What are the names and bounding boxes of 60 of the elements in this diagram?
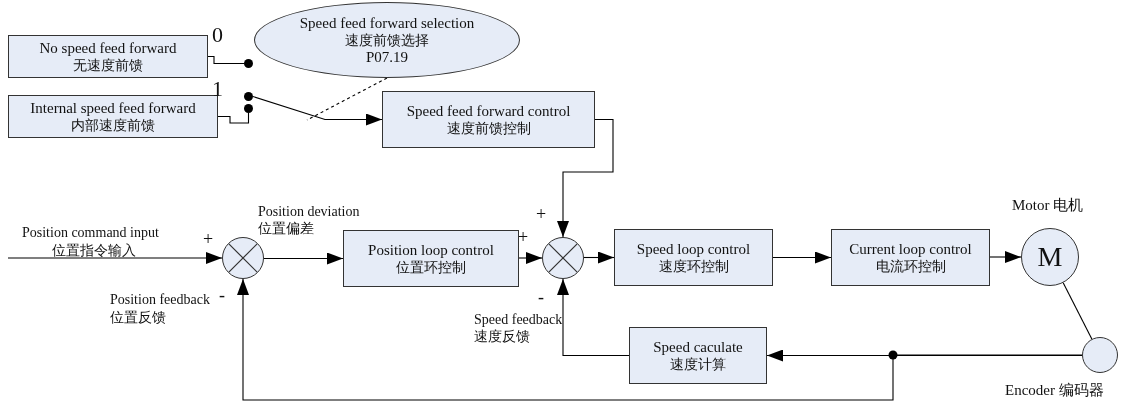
arrow: [557, 118, 614, 238]
sign-label: +: [518, 228, 529, 246]
arrow: [557, 278, 630, 357]
process-box: [629, 327, 767, 384]
node-label: Speed feed forward selection: [299, 14, 475, 32]
arrow: [518, 252, 543, 264]
node-label: 速度环控制: [658, 257, 729, 275]
sign-label: 0: [212, 24, 223, 46]
node-label: Speed feed forward control: [406, 102, 571, 120]
summing-junction: [542, 237, 584, 279]
process-box: [382, 91, 595, 148]
process-box: [614, 229, 773, 286]
node-caption: Encoder 编码器: [1005, 382, 1104, 398]
text-label: Position deviation: [258, 204, 360, 220]
summing-junction: [222, 237, 264, 279]
arrow: [263, 252, 344, 265]
process-box: [8, 35, 208, 78]
node-label: 速度前馈控制: [446, 119, 531, 137]
sign-label: 1: [212, 78, 223, 100]
node-label: 速度前馈选择: [345, 31, 429, 49]
node-label: P07.19: [365, 48, 409, 66]
connector-line: [207, 55, 245, 65]
text-label: 速度反馈: [474, 328, 530, 344]
sign-label: +: [536, 205, 547, 223]
node-label: 速度计算: [670, 355, 726, 373]
text-label: 位置反馈: [110, 309, 166, 325]
switch-contact-dot: [244, 92, 253, 101]
text-label: Position feedback: [110, 292, 210, 308]
node-label: 内部速度前馈: [71, 116, 155, 134]
text-label: Position command input: [22, 225, 159, 241]
node-label: Internal speed feed forward: [30, 99, 196, 117]
process-box: [343, 230, 519, 287]
node-label: Speed caculate: [653, 338, 743, 356]
arrow: [7, 252, 223, 264]
node-label: No speed feed forward: [39, 39, 177, 57]
arrow: [583, 251, 615, 264]
process-box: [8, 95, 218, 138]
arrow: [252, 95, 383, 126]
text-label: Speed feedback: [474, 312, 563, 328]
switch-contact-dot: [244, 104, 253, 113]
node-label: 位置环控制: [396, 258, 466, 276]
node-label: Current loop control: [849, 240, 972, 258]
sign-label: +: [203, 230, 214, 248]
node-caption: Motor 电机: [1012, 197, 1084, 213]
sign-label: -: [538, 288, 544, 306]
process-box: [831, 229, 990, 286]
switch-contact-dot: [244, 59, 253, 68]
arrow: [772, 251, 832, 264]
connector-line: [217, 112, 250, 124]
sign-label: -: [219, 286, 225, 304]
node-label: Speed loop control: [636, 240, 751, 258]
arrow: [237, 278, 1083, 401]
node-label: Position loop control: [368, 241, 494, 259]
text-label: 位置指令输入: [52, 242, 136, 258]
arrow: [989, 251, 1022, 263]
node-label: 电流环控制: [875, 257, 946, 275]
node-label: 无速度前馈: [73, 56, 143, 74]
connector-line: [1062, 282, 1093, 340]
motor-symbol: M: [1037, 242, 1063, 272]
text-label: 位置偏差: [258, 220, 314, 236]
